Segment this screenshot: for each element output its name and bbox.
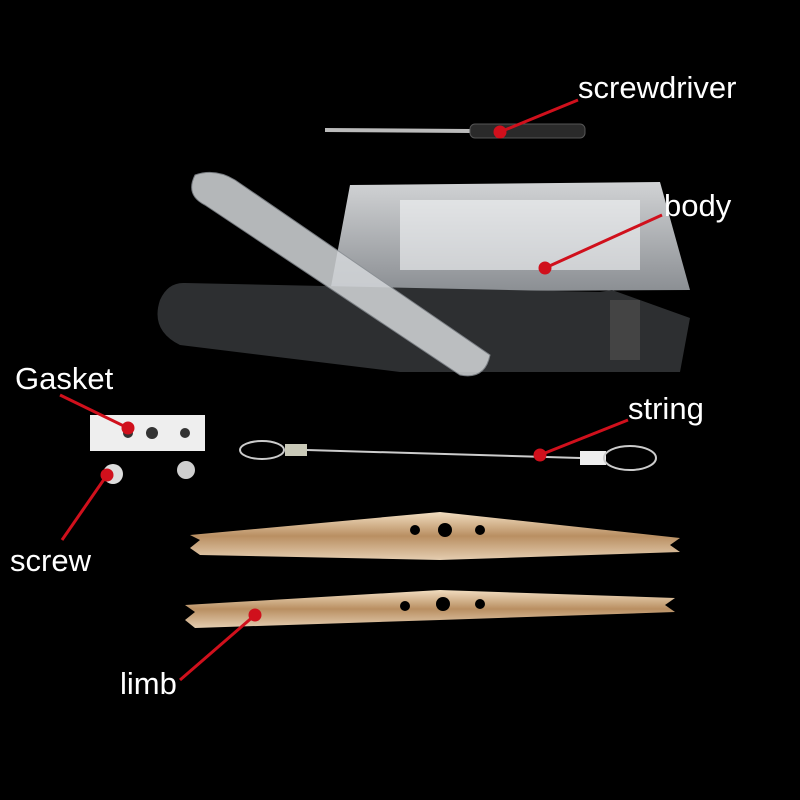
label-screw: screw [10,543,91,578]
label-limb: limb [120,666,177,701]
string-part [239,440,657,471]
screw-parts [103,461,195,484]
gasket-part [90,415,205,451]
limb-parts [185,512,680,628]
label-gasket: Gasket [15,361,114,396]
label-screwdriver: screwdriver [578,70,737,105]
label-body: body [664,188,732,223]
pointer-lines [59,98,663,682]
screwdriver-part [324,123,586,139]
body-part [157,171,690,377]
label-string: string [628,391,704,426]
